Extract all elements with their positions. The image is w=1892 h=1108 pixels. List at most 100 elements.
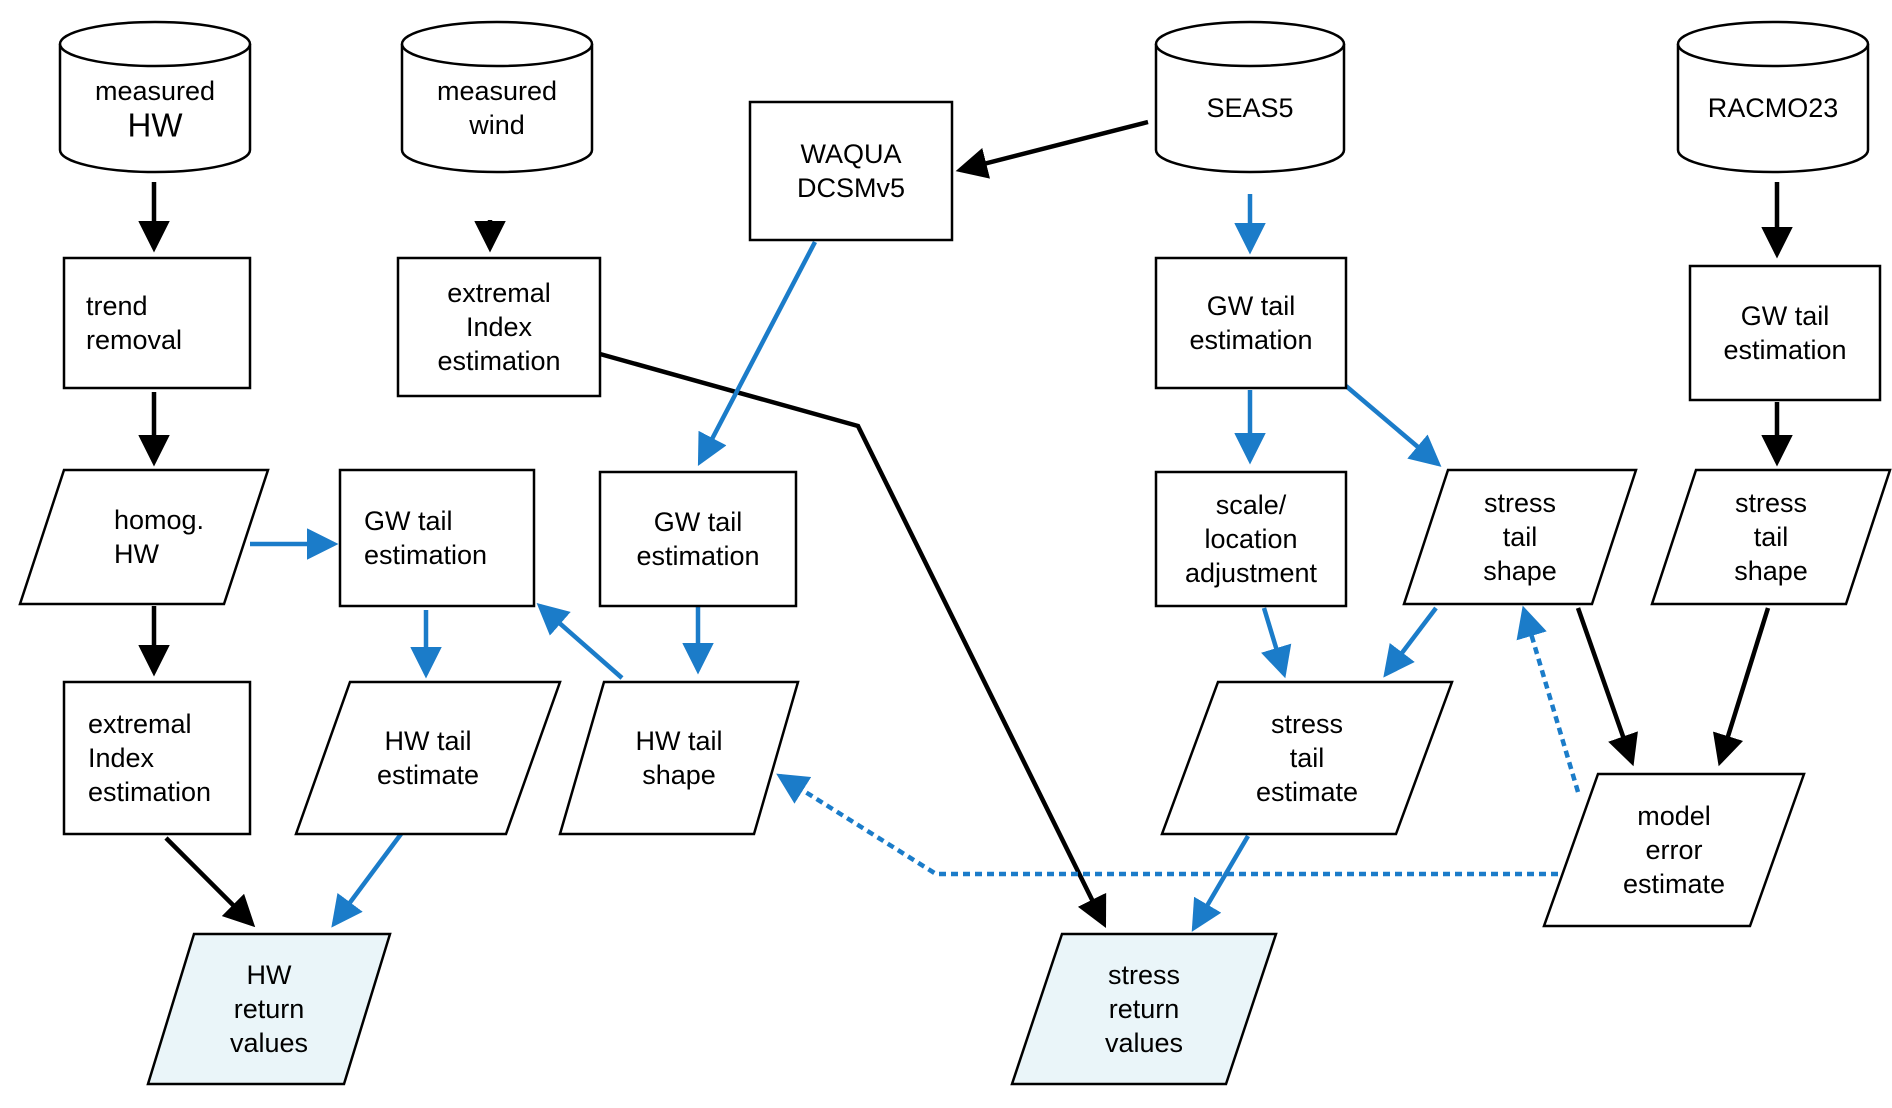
stress-tail-shape-seas5-label-line: shape (1483, 556, 1557, 586)
extremal-index-wind-label-line: Index (466, 312, 533, 342)
node-homog-hw: homog. HW (18, 468, 270, 606)
hw-return-values-label-line: values (230, 1028, 308, 1058)
gw-tail-racmo-box (1688, 264, 1882, 402)
extremal-index-wind-label-line: extremal (447, 278, 551, 308)
measured-hw-cylinder-rim (58, 43, 252, 68)
measured-wind-label-line: measured (437, 76, 557, 106)
gw-tail-waqua-box (598, 470, 798, 608)
stress-tail-shape-seas5-parallelogram (1402, 468, 1638, 606)
homog-hw-label-line: homog. (114, 505, 204, 535)
gw-tail-racmo-label-line: GW tail (1741, 301, 1830, 331)
node-measured-wind: measured wind (400, 20, 594, 174)
stress-tail-shape-racmo-label-line: stress (1735, 488, 1807, 518)
stress-return-values-label-line: stress (1108, 960, 1180, 990)
scale-location-label-line: scale/ (1216, 490, 1287, 520)
node-seas5: SEAS5 (1154, 20, 1346, 174)
edge-stress-tail-estimate-to-stress-return-values (1191, 834, 1250, 932)
extremal-index-wind-box (396, 256, 602, 398)
node-gw-tail-racmo: GW tail estimation (1688, 264, 1882, 402)
node-stress-tail-shape-seas5: stress tail shape (1402, 468, 1638, 606)
edge-model-error-estimate-to-stress-tail-shape-seas5 (1516, 605, 1581, 793)
stress-return-values-parallelogram (1010, 932, 1278, 1086)
node-stress-return-values: stress return values (1010, 932, 1278, 1086)
scale-location-label-line: location (1204, 524, 1297, 554)
gw-tail-hw-label-line: estimation (364, 540, 487, 570)
node-stress-tail-estimate: stress tail estimate (1160, 680, 1454, 836)
edge-waqua-to-gw-tail-waqua (697, 240, 817, 466)
edge-scale-location-to-stress-tail-estimate (1261, 607, 1292, 679)
waqua-label-line: WAQUA (801, 139, 902, 169)
racmo23-label-line: RACMO23 (1708, 93, 1839, 123)
model-error-estimate-label-line: model (1637, 801, 1711, 831)
hw-return-values-label-line: return (234, 994, 305, 1024)
edge-extremal-index-wind-to-stress-return-values (599, 351, 1107, 929)
edge-stress-tail-shape-seas5-to-stress-tail-estimate (1383, 606, 1438, 678)
gw-tail-hw-label-line: GW tail (364, 506, 453, 536)
edge-stress-tail-shape-seas5-to-model-error-estimate (1575, 607, 1638, 767)
edge-hw-tail-shape-to-gw-tail-hw (536, 603, 624, 680)
waqua-box (748, 100, 954, 242)
node-hw-tail-estimate: HW tail estimate (294, 680, 562, 836)
edge-extremal-index-hw-to-hw-return-values (164, 836, 256, 928)
stress-tail-shape-racmo-label-line: tail (1754, 522, 1789, 552)
edge-gw-tail-seas5-to-stress-tail-shape-seas5 (1344, 384, 1442, 467)
extremal-index-hw-label-line: Index (88, 743, 155, 773)
stress-tail-shape-racmo-parallelogram (1650, 468, 1892, 606)
stress-tail-shape-seas5-label-line: tail (1503, 522, 1538, 552)
extremal-index-hw-label-line: estimation (88, 777, 211, 807)
stress-tail-shape-seas5-label-line: stress (1484, 488, 1556, 518)
stress-tail-estimate-label-line: tail (1290, 743, 1325, 773)
seas5-label-line: SEAS5 (1206, 93, 1293, 123)
measured-wind-label-line: wind (468, 110, 525, 140)
gw-tail-waqua-label-line: estimation (636, 541, 759, 571)
hw-tail-estimate-label-line: HW tail (385, 726, 472, 756)
node-gw-tail-waqua: GW tail estimation (598, 470, 798, 608)
node-scale-location: scale/location adjustment (1154, 470, 1348, 608)
gw-tail-seas5-label-line: GW tail (1207, 291, 1296, 321)
stress-tail-estimate-parallelogram (1160, 680, 1454, 836)
scale-location-label-line: adjustment (1185, 558, 1318, 588)
gw-tail-racmo-label-line: estimation (1723, 335, 1846, 365)
hw-return-values-parallelogram (146, 932, 392, 1086)
hw-tail-shape-label-line: HW tail (636, 726, 723, 756)
measured-hw-label-line: measured (95, 76, 215, 106)
hw-return-values-label-line: HW (247, 960, 292, 990)
homog-hw-parallelogram (18, 468, 270, 606)
hw-tail-estimate-parallelogram (294, 680, 562, 836)
racmo23-cylinder-rim (1676, 43, 1870, 68)
gw-tail-hw-box (338, 468, 536, 608)
stress-return-values-label-line: return (1109, 994, 1180, 1024)
edge-hw-tail-estimate-to-hw-return-values (331, 828, 406, 928)
stress-tail-estimate-label-line: stress (1271, 709, 1343, 739)
node-waqua: WAQUA DCSMv5 (748, 100, 954, 242)
node-racmo23: RACMO23 (1676, 20, 1870, 174)
model-error-estimate-parallelogram (1542, 772, 1806, 928)
gw-tail-waqua-label-line: GW tail (654, 507, 743, 537)
stress-return-values-label-line: values (1105, 1028, 1183, 1058)
extremal-index-hw-label-line: extremal (88, 709, 192, 739)
node-gw-tail-hw: GW tail estimation (338, 468, 536, 608)
hw-tail-shape-label-line: shape (642, 760, 716, 790)
edge-stress-tail-shape-racmo-to-model-error-estimate (1712, 607, 1771, 767)
model-error-estimate-label-line: error (1645, 835, 1702, 865)
waqua-label-line: DCSMv5 (797, 173, 905, 203)
stress-tail-estimate-label-line: estimate (1256, 777, 1358, 807)
seas5-cylinder-rim (1154, 43, 1346, 68)
homog-hw-label-line: HW (114, 539, 159, 569)
trend-removal-label-line: removal (86, 325, 182, 355)
edges-layer (138, 119, 1793, 932)
stress-tail-shape-racmo-label-line: shape (1734, 556, 1808, 586)
node-hw-tail-shape: HW tail shape (558, 680, 800, 836)
node-stress-tail-shape-racmo: stress tail shape (1650, 468, 1892, 606)
measured-wind-cylinder-rim (400, 43, 594, 68)
hw-tail-estimate-label-line: estimate (377, 760, 479, 790)
trend-removal-box (62, 256, 252, 390)
